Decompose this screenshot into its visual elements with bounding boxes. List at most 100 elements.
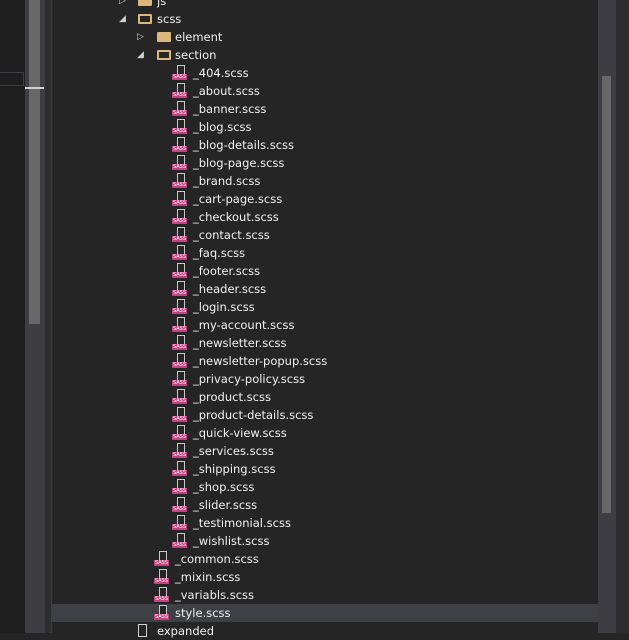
tree-file[interactable]: SASS _about.scss: [52, 82, 598, 100]
sass-file-icon: SASS: [172, 461, 187, 477]
tree-file[interactable]: SASS _common.scss: [52, 550, 598, 568]
tree-file[interactable]: SASS_footer.scss: [52, 262, 598, 280]
tree-file[interactable]: SASS _login.scss: [52, 298, 598, 316]
tree-item-label: _mixin.scss: [175, 570, 241, 584]
sass-file-icon: SASS: [172, 353, 187, 369]
tree-file[interactable]: SASS _testimonial.scss: [52, 514, 598, 532]
tree-file[interactable]: SASS_product.scss: [52, 388, 598, 406]
file-icon: [138, 624, 147, 637]
vertical-scrollbar-thumb[interactable]: [602, 76, 611, 513]
tree-file[interactable]: SASS _blog-details.scss: [52, 136, 598, 154]
right-edge: [616, 0, 629, 633]
sass-file-icon: SASS: [172, 299, 187, 315]
tree-item-label: _blog-details.scss: [193, 138, 294, 152]
sass-file-icon: SASS: [172, 83, 187, 99]
tree-item-label: _404.scss: [193, 66, 249, 80]
sass-file-icon: SASS: [172, 119, 187, 135]
tree-file[interactable]: SASS _banner.scss: [52, 100, 598, 118]
expand-arrow-icon[interactable]: ▷: [119, 0, 126, 6]
sass-file-icon: SASS: [172, 101, 187, 117]
tree-file[interactable]: SASS_brand.scss: [52, 172, 598, 190]
tree-item-label: scss: [157, 12, 182, 26]
tree-item-label: _variabls.scss: [175, 588, 255, 602]
tree-item-label: js: [157, 0, 167, 8]
tree-file[interactable]: SASS_product-details.scss: [52, 406, 598, 424]
tree-file[interactable]: SASS _my-account.scss: [52, 316, 598, 334]
tree-item-label: _footer.scss: [193, 264, 261, 278]
sass-file-icon: SASS: [172, 533, 187, 549]
sass-file-icon: SASS: [172, 425, 187, 441]
sass-file-icon: SASS: [154, 551, 169, 567]
tree-item-label: _shop.scss: [193, 480, 255, 494]
tree-file[interactable]: expanded: [52, 622, 598, 640]
left-pane: [0, 0, 25, 633]
tree-item-label: _checkout.scss: [193, 210, 279, 224]
tree-item-label: section: [175, 48, 217, 62]
sass-file-icon: SASS: [172, 155, 187, 171]
tree-file[interactable]: SASS_cart-page.scss: [52, 190, 598, 208]
folder-icon: [157, 32, 171, 42]
tree-item-label: _product-details.scss: [193, 408, 314, 422]
tree-file[interactable]: SASS_mixin.scss: [52, 568, 598, 586]
tree-item-label: _about.scss: [193, 84, 260, 98]
sass-file-icon: SASS: [172, 479, 187, 495]
sass-file-icon: SASS: [172, 65, 187, 81]
tree-file[interactable]: SASS _checkout.scss: [52, 208, 598, 226]
tree-file[interactable]: SASS _newsletter-popup.scss: [52, 352, 598, 370]
collapse-arrow-icon[interactable]: ◢: [137, 50, 144, 60]
tree-file[interactable]: SASS _variabls.scss: [52, 586, 598, 604]
tree-item-label: _blog-page.scss: [193, 156, 285, 170]
tree-item-label: _testimonial.scss: [193, 516, 291, 530]
tree-item-label: _my-account.scss: [193, 318, 295, 332]
tree-item-label: _quick-view.scss: [193, 426, 287, 440]
tree-file[interactable]: SASS _blog-page.scss: [52, 154, 598, 172]
tree-item-label: _contact.scss: [193, 228, 270, 242]
sass-file-icon: SASS: [172, 317, 187, 333]
sass-file-icon: SASS: [172, 137, 187, 153]
tree-item-label: _blog.scss: [193, 120, 252, 134]
sass-file-icon: SASS: [172, 515, 187, 531]
left-scroll-marker: [25, 87, 44, 89]
tree-item-label: _shipping.scss: [193, 462, 276, 476]
tree-file[interactable]: SASS_header.scss: [52, 280, 598, 298]
tree-item-label: _newsletter-popup.scss: [193, 354, 328, 368]
sass-file-icon: SASS: [172, 191, 187, 207]
tree-item-label: _login.scss: [193, 300, 255, 314]
tree-item-label: _services.scss: [193, 444, 274, 458]
tree-file[interactable]: SASS _404.scss: [52, 64, 598, 82]
tree-file[interactable]: SASS_services.scss: [52, 442, 598, 460]
tree-folder[interactable]: ◢ scss: [52, 10, 598, 28]
tree-file[interactable]: SASS _shipping.scss: [52, 460, 598, 478]
sass-file-icon: SASS: [172, 209, 187, 225]
left-pane-tab: [0, 72, 24, 86]
tree-file[interactable]: SASS_faq.scss: [52, 244, 598, 262]
tree-file[interactable]: SASS_newsletter.scss: [52, 334, 598, 352]
tree-file[interactable]: SASS _blog.scss: [52, 118, 598, 136]
sass-file-icon: SASS: [172, 371, 187, 387]
tree-file[interactable]: SASS _quick-view.scss: [52, 424, 598, 442]
tree-file[interactable]: SASS _shop.scss: [52, 478, 598, 496]
tree-file[interactable]: SASS _slider.scss: [52, 496, 598, 514]
splitter[interactable]: [45, 0, 52, 633]
expand-arrow-icon[interactable]: ▷: [137, 32, 144, 42]
tree-folder[interactable]: ◢ section: [52, 46, 598, 64]
folder-open-icon: [157, 50, 171, 60]
tree-item-label: _privacy-policy.scss: [193, 372, 306, 386]
tree-folder[interactable]: ▷ js: [52, 0, 598, 10]
tree-file[interactable]: SASS_contact.scss: [52, 226, 598, 244]
sass-file-icon: SASS: [172, 245, 187, 261]
sass-file-icon: SASS: [172, 497, 187, 513]
tree-item-label: _slider.scss: [193, 498, 258, 512]
tree-item-label: expanded: [157, 624, 214, 638]
folder-open-icon: [138, 14, 152, 24]
tree-folder[interactable]: ▷element: [52, 28, 598, 46]
tree-file[interactable]: SASS_wishlist.scss: [52, 532, 598, 550]
left-scrollbar-thumb[interactable]: [29, 0, 40, 324]
sass-file-icon: SASS: [154, 587, 169, 603]
tree-item-label: _banner.scss: [193, 102, 267, 116]
tree-file[interactable]: SASS _privacy-policy.scss: [52, 370, 598, 388]
tree-item-label: _common.scss: [175, 552, 259, 566]
collapse-arrow-icon[interactable]: ◢: [119, 14, 126, 24]
